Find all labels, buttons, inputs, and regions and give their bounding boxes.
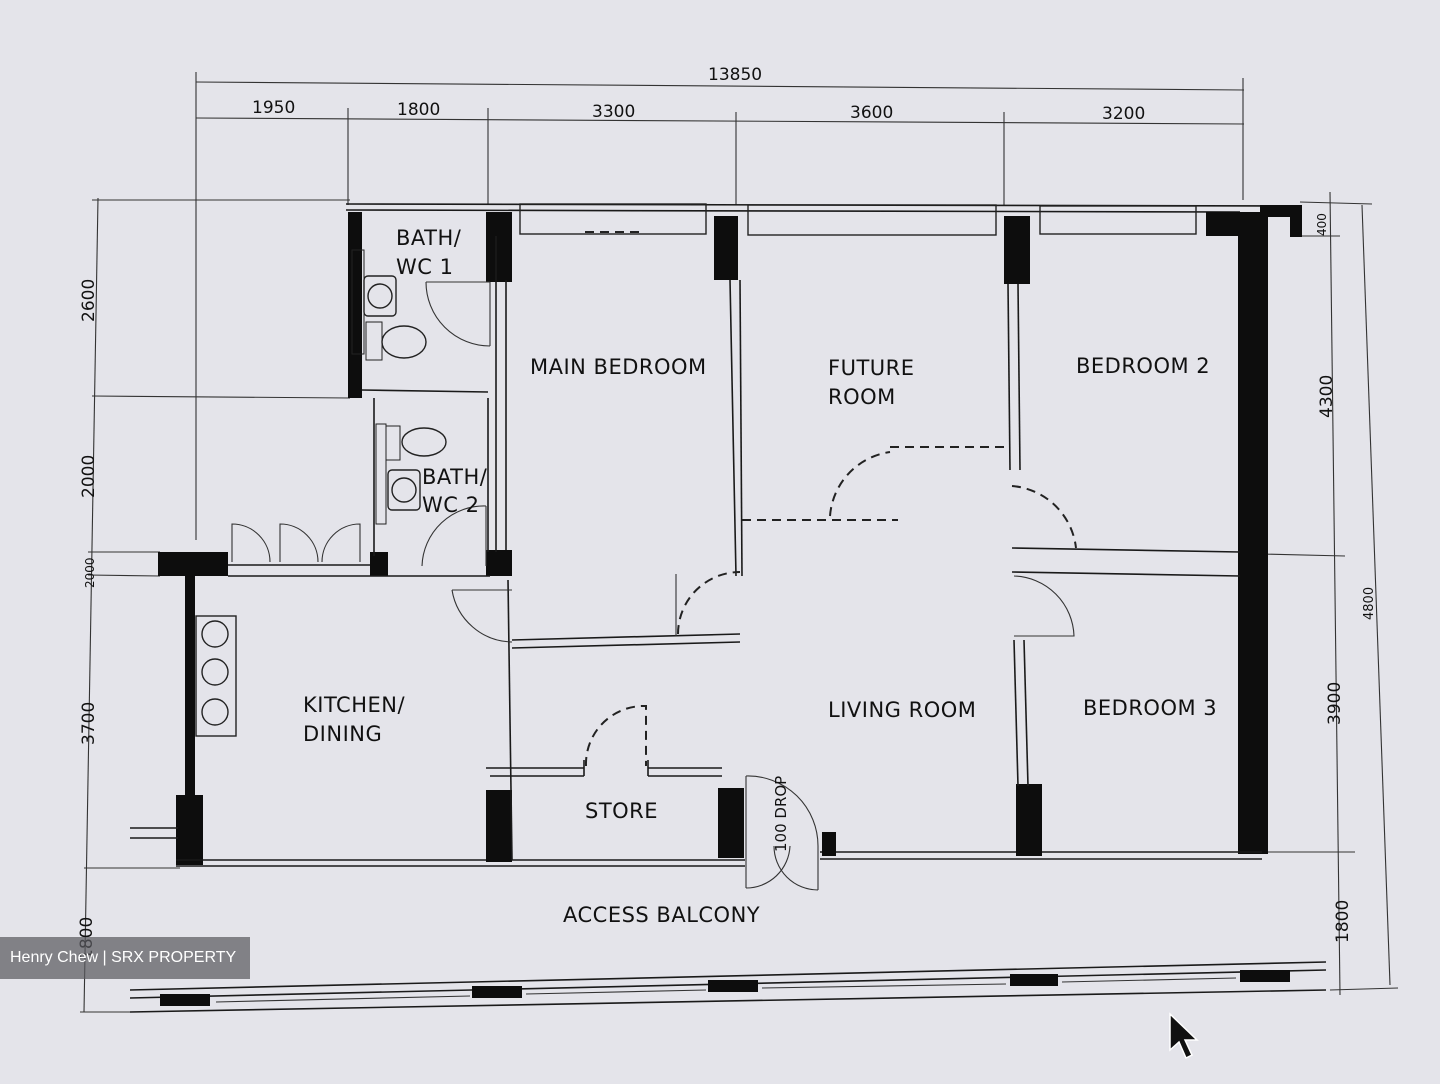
- dim-segment-3: 3300: [592, 102, 635, 122]
- outer-walls: [130, 203, 1302, 867]
- label-kitchen-line1: KITCHEN/: [303, 693, 405, 717]
- watermark-badge: Henry Chew | SRX PROPERTY: [0, 937, 250, 979]
- label-drop: 100 DROP: [772, 776, 790, 852]
- label-bath1-line1: BATH/: [396, 226, 462, 250]
- dim-left-4: 3700: [79, 702, 99, 745]
- label-access-balcony: ACCESS BALCONY: [563, 903, 760, 927]
- top-dimensions: 13850 1950 1800 3300 3600 3200: [195, 65, 1245, 540]
- label-kitchen-line2: DINING: [303, 722, 382, 746]
- dim-left-1: 2600: [79, 279, 99, 322]
- dim-segment-4: 3600: [850, 103, 893, 123]
- dim-right-2: 4300: [1317, 375, 1337, 418]
- internal-walls: [228, 212, 1241, 862]
- left-dimensions: 2600 2000 2000 3700 1800: [77, 197, 351, 1013]
- dim-left-2: 2000: [79, 455, 99, 498]
- dim-left-3: 2000: [83, 557, 97, 588]
- dim-segment-5: 3200: [1102, 104, 1145, 124]
- dim-right-1: 400: [1315, 213, 1329, 236]
- label-store: STORE: [585, 799, 658, 823]
- balcony-railing: [129, 961, 1327, 1013]
- fixtures: [195, 249, 447, 737]
- label-future-line1: FUTURE: [828, 356, 915, 380]
- dim-right-3: 4800: [1362, 587, 1377, 620]
- label-bath1-line2: WC 1: [396, 255, 453, 279]
- label-bath2-line1: BATH/: [422, 465, 488, 489]
- right-dimensions: 400 4300 4800 3900 1800: [1259, 191, 1399, 996]
- dim-segment-2: 1800: [397, 100, 440, 120]
- dim-right-5: 1800: [1333, 900, 1353, 943]
- label-bedroom-2: BEDROOM 2: [1076, 354, 1210, 378]
- label-bedroom-3: BEDROOM 3: [1083, 696, 1217, 720]
- mouse-cursor-icon: [1169, 1012, 1199, 1060]
- label-bath2-line2: WC 2: [422, 493, 479, 517]
- dim-right-4: 3900: [1325, 682, 1345, 725]
- label-future-line2: ROOM: [828, 385, 896, 409]
- dim-segment-1: 1950: [252, 98, 295, 118]
- dim-total-width: 13850: [708, 65, 762, 85]
- room-labels: BATH/ WC 1 BATH/ WC 2 MAIN BEDROOM FUTUR…: [303, 226, 1217, 927]
- doors: [231, 281, 1077, 891]
- label-living-room: LIVING ROOM: [828, 698, 976, 722]
- label-main-bedroom: MAIN BEDROOM: [530, 355, 707, 379]
